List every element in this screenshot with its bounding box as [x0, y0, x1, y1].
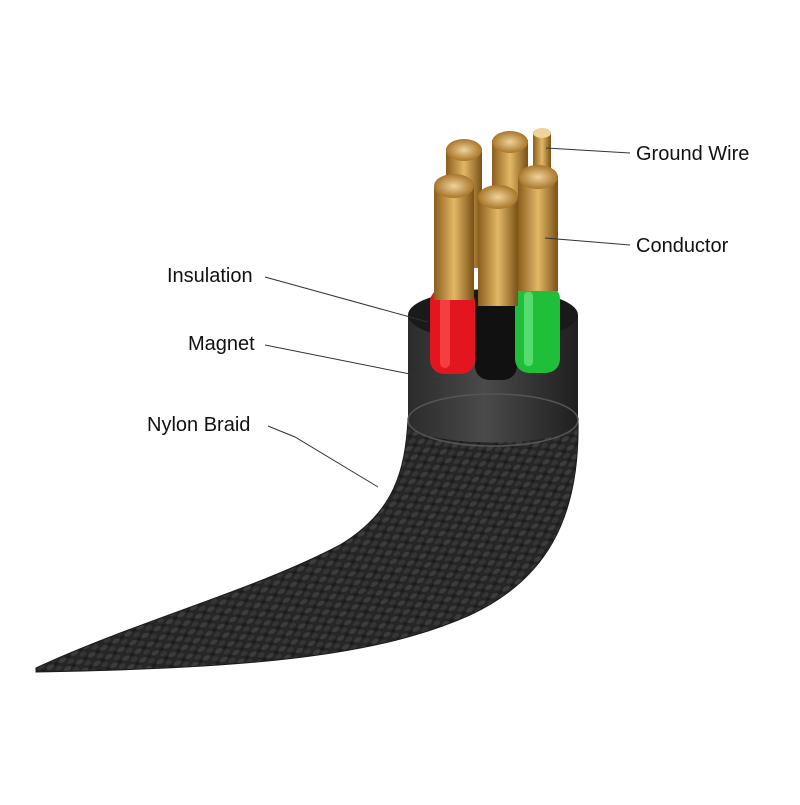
- conductor-front-right-end: [518, 165, 558, 189]
- insulation-green-highlight: [524, 292, 533, 366]
- leader-insulation: [264, 276, 429, 323]
- leader-magnet: [264, 344, 441, 381]
- conductor-front-mid: [478, 196, 518, 306]
- insulation-red: [430, 288, 475, 374]
- leader-lines: [264, 147, 631, 488]
- label-conductor: Conductor: [636, 235, 729, 257]
- magnet-ring-bottom-edge: [407, 393, 579, 447]
- label-ground-wire: Ground Wire: [636, 143, 750, 165]
- conductor-front-left: [434, 185, 474, 300]
- insulation-red-highlight: [440, 294, 450, 368]
- leader-ground-wire: [545, 147, 631, 154]
- insulation-black: [475, 300, 517, 380]
- ground-wire-end: [533, 128, 551, 138]
- label-nylon-braid: Nylon Braid: [147, 414, 251, 436]
- label-insulation: Insulation: [167, 265, 253, 287]
- conductor-front-right: [518, 176, 558, 291]
- label-magnet: Magnet: [188, 333, 255, 355]
- conductor-front-mid-end: [478, 185, 518, 209]
- leader-nylon-braid: [267, 425, 379, 488]
- insulation-green: [515, 285, 560, 373]
- nylon-braid-jacket: [35, 419, 579, 673]
- conductor-front-left-end: [434, 174, 474, 198]
- copper-conductors: [434, 128, 558, 306]
- conductor-back-left-end: [446, 139, 482, 161]
- insulated-wires: [430, 285, 560, 380]
- leader-conductor: [544, 237, 631, 246]
- conductor-back-mid-end: [492, 131, 528, 153]
